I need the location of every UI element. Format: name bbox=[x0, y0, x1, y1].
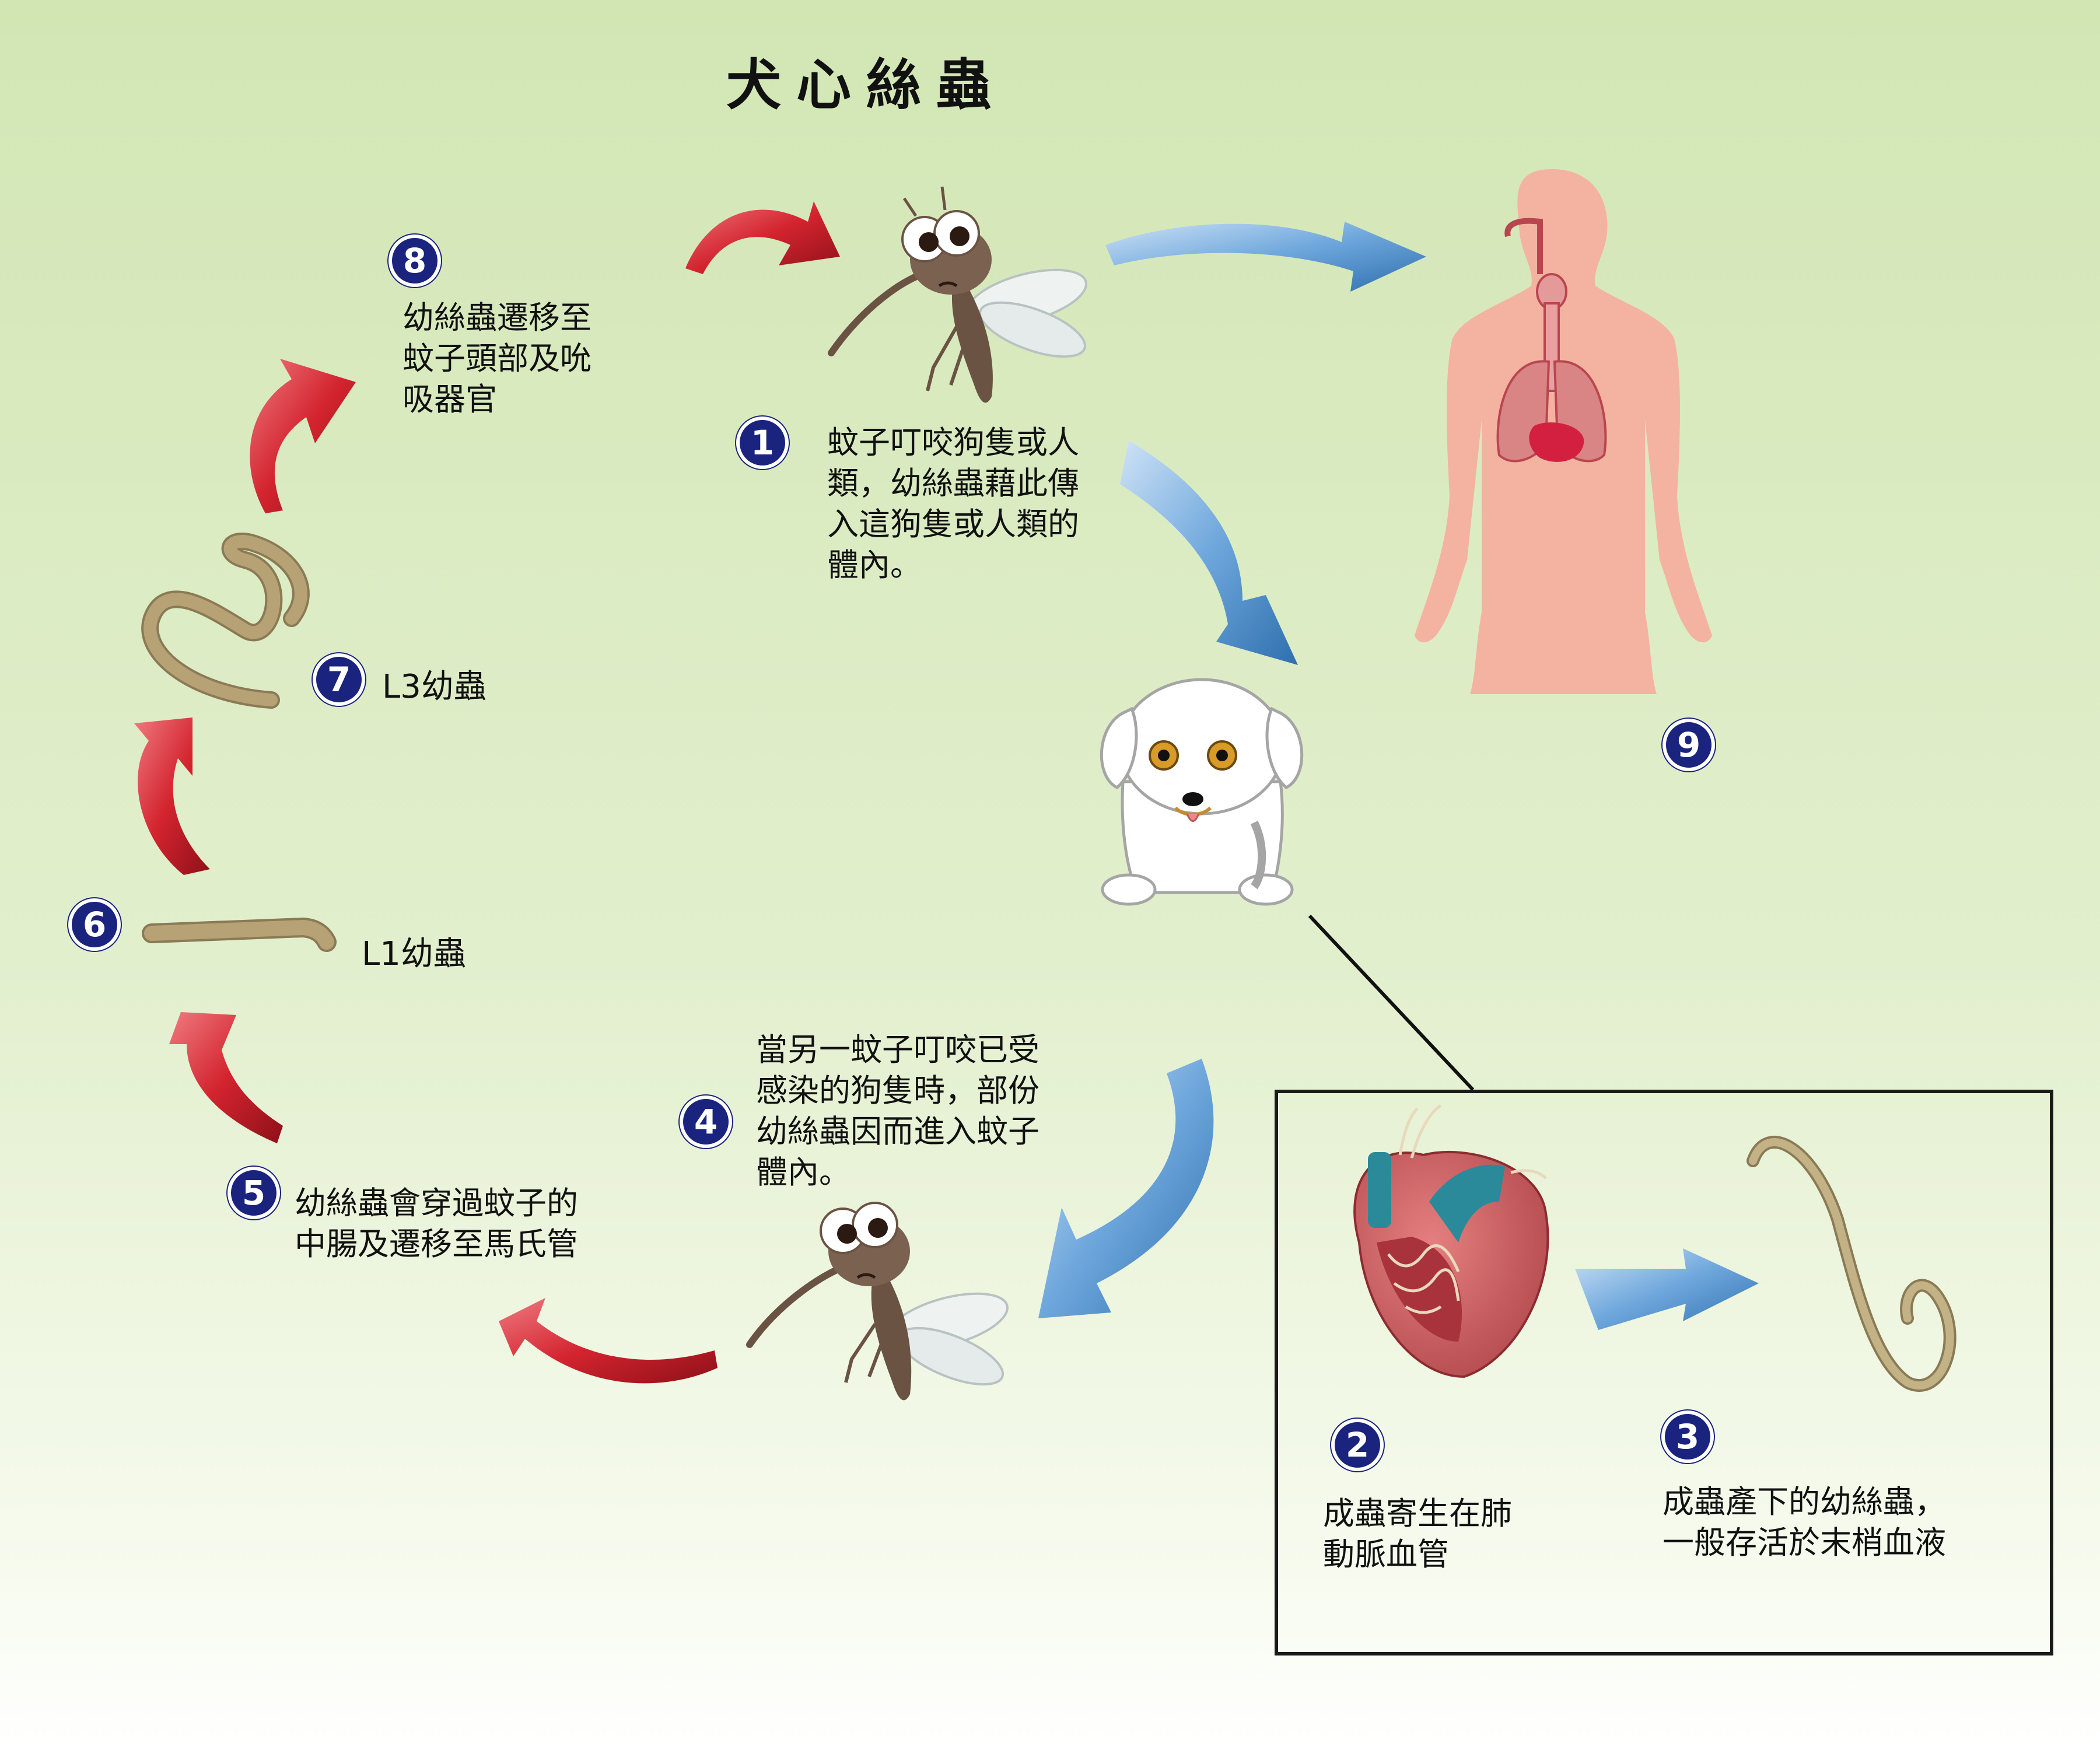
mosquito-bottom-icon bbox=[746, 1202, 1009, 1401]
step-8-text: 幼絲蟲遷移至 蚊子頭部及吮 吸器官 bbox=[402, 298, 592, 420]
red-arrow-5-to-6 bbox=[169, 1012, 283, 1143]
blue-arrow-to-dog bbox=[1120, 440, 1298, 665]
human-body-icon bbox=[1415, 169, 1712, 694]
step-2-line: 成蟲寄生在肺 bbox=[1323, 1495, 1512, 1532]
step-3-text: 成蟲產下的幼絲蟲， 一般存活於末梢血液 bbox=[1662, 1482, 1946, 1563]
red-arrow-6-to-7 bbox=[134, 718, 210, 875]
step-4-text: 當另一蚊子叮咬已受 感染的狗隻時，部份 幼絲蟲因而進入蚊子 體內。 bbox=[756, 1030, 1040, 1193]
mosquito-top-icon bbox=[828, 186, 1087, 403]
red-arrow-4-to-5 bbox=[499, 1298, 718, 1384]
step-9-badge: 9 bbox=[1662, 719, 1715, 771]
step-1-text: 蚊子叮咬狗隻或人 類，幼絲蟲藉此傳 入這狗隻或人類的 體內。 bbox=[827, 422, 1079, 586]
step-2-line: 動脈血管 bbox=[1323, 1536, 1449, 1573]
l3-larva-label: L3幼蟲 bbox=[382, 668, 487, 706]
step-1-line: 入這狗隻或人類的 bbox=[827, 506, 1079, 542]
blue-arrow-to-mosquito bbox=[1038, 1059, 1214, 1318]
step-1-line: 體內。 bbox=[827, 547, 922, 583]
step-5-line: 幼絲蟲會穿過蚊子的 bbox=[295, 1185, 578, 1222]
red-arrow-to-mosquito bbox=[685, 201, 840, 274]
connector-line bbox=[1308, 914, 1475, 1091]
dog-icon bbox=[1100, 678, 1304, 906]
step-1-line: 蚊子叮咬狗隻或人 bbox=[827, 424, 1079, 461]
step-3-line: 一般存活於末梢血液 bbox=[1662, 1524, 1946, 1561]
step-1-line: 類，幼絲蟲藉此傳 bbox=[827, 465, 1079, 502]
step-2-badge: 2 bbox=[1331, 1419, 1384, 1471]
step-2-text: 成蟲寄生在肺 動脈血管 bbox=[1323, 1493, 1512, 1575]
step-4-badge: 4 bbox=[680, 1096, 732, 1148]
step-5-badge: 5 bbox=[228, 1167, 280, 1219]
step-3-line: 成蟲產下的幼絲蟲， bbox=[1662, 1483, 1946, 1520]
page-title: 犬心絲蟲 bbox=[726, 54, 1007, 117]
step-8-line: 吸器官 bbox=[402, 381, 497, 418]
step-8-line: 幼絲蟲遷移至 bbox=[402, 299, 592, 336]
step-8-badge: 8 bbox=[388, 235, 441, 287]
step-4-line: 體內。 bbox=[756, 1154, 850, 1191]
step-3-badge: 3 bbox=[1661, 1410, 1714, 1463]
step-1-badge: 1 bbox=[736, 416, 789, 469]
step-5-text: 幼絲蟲會穿過蚊子的 中腸及遷移至馬氏管 bbox=[295, 1183, 578, 1265]
blue-arrow-to-human bbox=[1105, 222, 1426, 292]
step-5-line: 中腸及遷移至馬氏管 bbox=[295, 1226, 578, 1262]
step-6-badge: 6 bbox=[68, 898, 121, 951]
step-4-line: 當另一蚊子叮咬已受 bbox=[756, 1031, 1040, 1068]
l1-larva-label: L1幼蟲 bbox=[362, 935, 466, 973]
blue-arrow-box bbox=[1575, 1248, 1759, 1330]
step-7-badge: 7 bbox=[313, 653, 365, 706]
red-arrow-7-to-8 bbox=[250, 359, 356, 513]
microfilaria-icon bbox=[1746, 1136, 1957, 1392]
inset-box bbox=[1275, 1090, 2053, 1656]
l3-larva-icon bbox=[141, 533, 310, 709]
infected-heart-icon bbox=[1353, 1104, 1549, 1378]
step-4-line: 感染的狗隻時，部份 bbox=[756, 1072, 1040, 1109]
step-8-line: 蚊子頭部及吮 bbox=[402, 340, 592, 377]
step-4-line: 幼絲蟲因而進入蚊子 bbox=[756, 1113, 1040, 1150]
l1-larva-icon bbox=[142, 917, 337, 952]
